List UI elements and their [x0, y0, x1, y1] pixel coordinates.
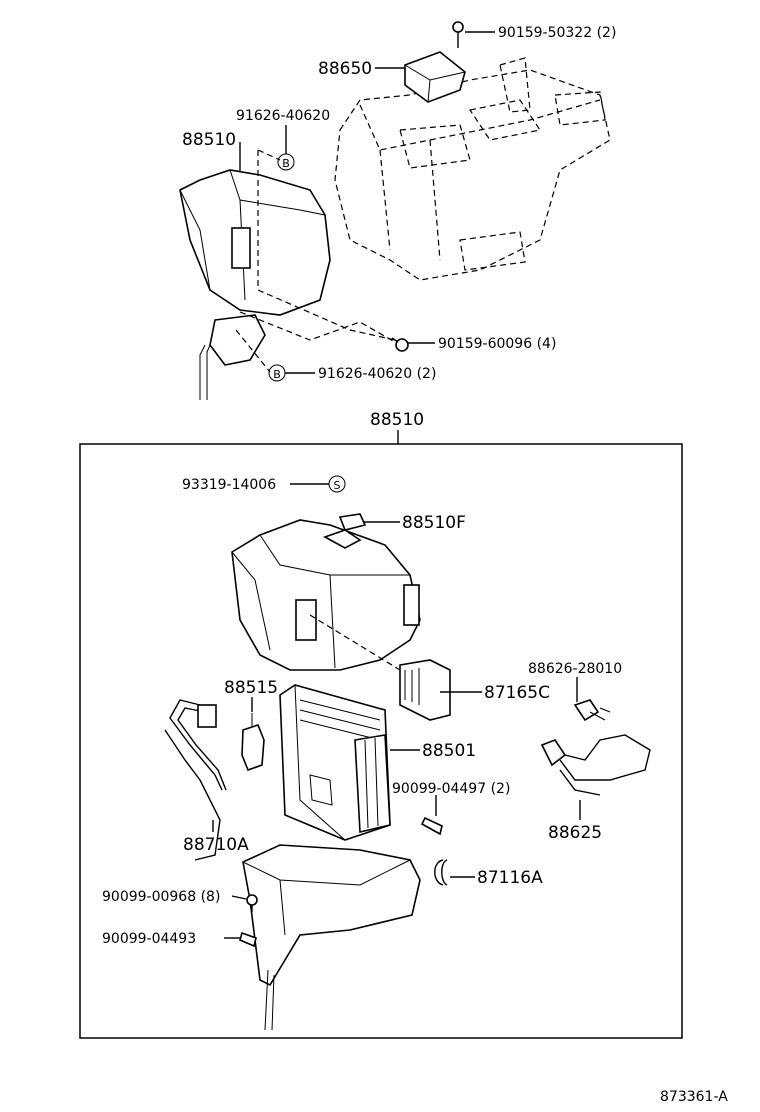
heater-case-dashed — [334, 57, 611, 281]
callout-s: S — [328, 475, 346, 493]
label-90159-50322: 90159-50322 (2) — [498, 25, 616, 41]
lower-case — [242, 844, 421, 1031]
label-87165c: 87165C — [484, 683, 550, 703]
screw-icon — [452, 21, 464, 48]
label-88625: 88625 — [548, 823, 602, 843]
amplifier-87165c — [399, 659, 451, 721]
upper-dashed-leaders — [235, 149, 401, 373]
callout-b-text-2: B — [273, 368, 281, 381]
callout-b-upper: B — [277, 153, 295, 171]
cooling-unit-upper — [179, 169, 331, 400]
label-87116a: 87116A — [477, 868, 543, 888]
label-90099-00968: 90099-00968 (8) — [102, 889, 220, 905]
assembly-frame — [79, 443, 683, 1039]
label-90099-04493: 90099-04493 — [102, 931, 196, 947]
screw-icon-00968 — [246, 894, 258, 912]
label-88650: 88650 — [318, 59, 372, 79]
label-91626-40620-2: 91626-40620 (2) — [318, 366, 436, 382]
label-91626-40620: 91626-40620 — [236, 108, 330, 124]
label-90159-60096: 90159-60096 (4) — [438, 336, 556, 352]
bolt-icon — [391, 337, 409, 352]
upper-case — [231, 519, 421, 671]
label-93319-14006: 93319-14006 — [182, 477, 276, 493]
callout-b-lower: B — [268, 364, 286, 382]
label-88515: 88515 — [224, 678, 278, 698]
screw-icon-04497 — [420, 816, 443, 836]
clip-88510f — [338, 513, 367, 531]
label-90099-04497: 90099-04497 (2) — [392, 781, 510, 797]
callout-b-text: B — [282, 157, 290, 170]
label-88710a: 88710A — [183, 835, 249, 855]
label-88510-upper: 88510 — [182, 130, 236, 150]
clip-87116a — [434, 859, 448, 886]
switch-88626 — [573, 699, 611, 722]
tube-88710a — [164, 699, 227, 861]
label-88510f: 88510F — [402, 513, 466, 533]
resistor-88650 — [404, 51, 466, 103]
callout-s-text: S — [334, 479, 341, 492]
harness-88625 — [540, 734, 651, 796]
assembly-label: 88510 — [370, 410, 424, 430]
label-88626-28010: 88626-28010 — [528, 661, 622, 677]
expansion-valve-88515 — [241, 713, 265, 772]
evaporator-88501 — [279, 684, 391, 841]
label-88501: 88501 — [422, 741, 476, 761]
bolt-icon-04493 — [239, 931, 257, 948]
figure-number: 873361-A — [660, 1089, 728, 1105]
